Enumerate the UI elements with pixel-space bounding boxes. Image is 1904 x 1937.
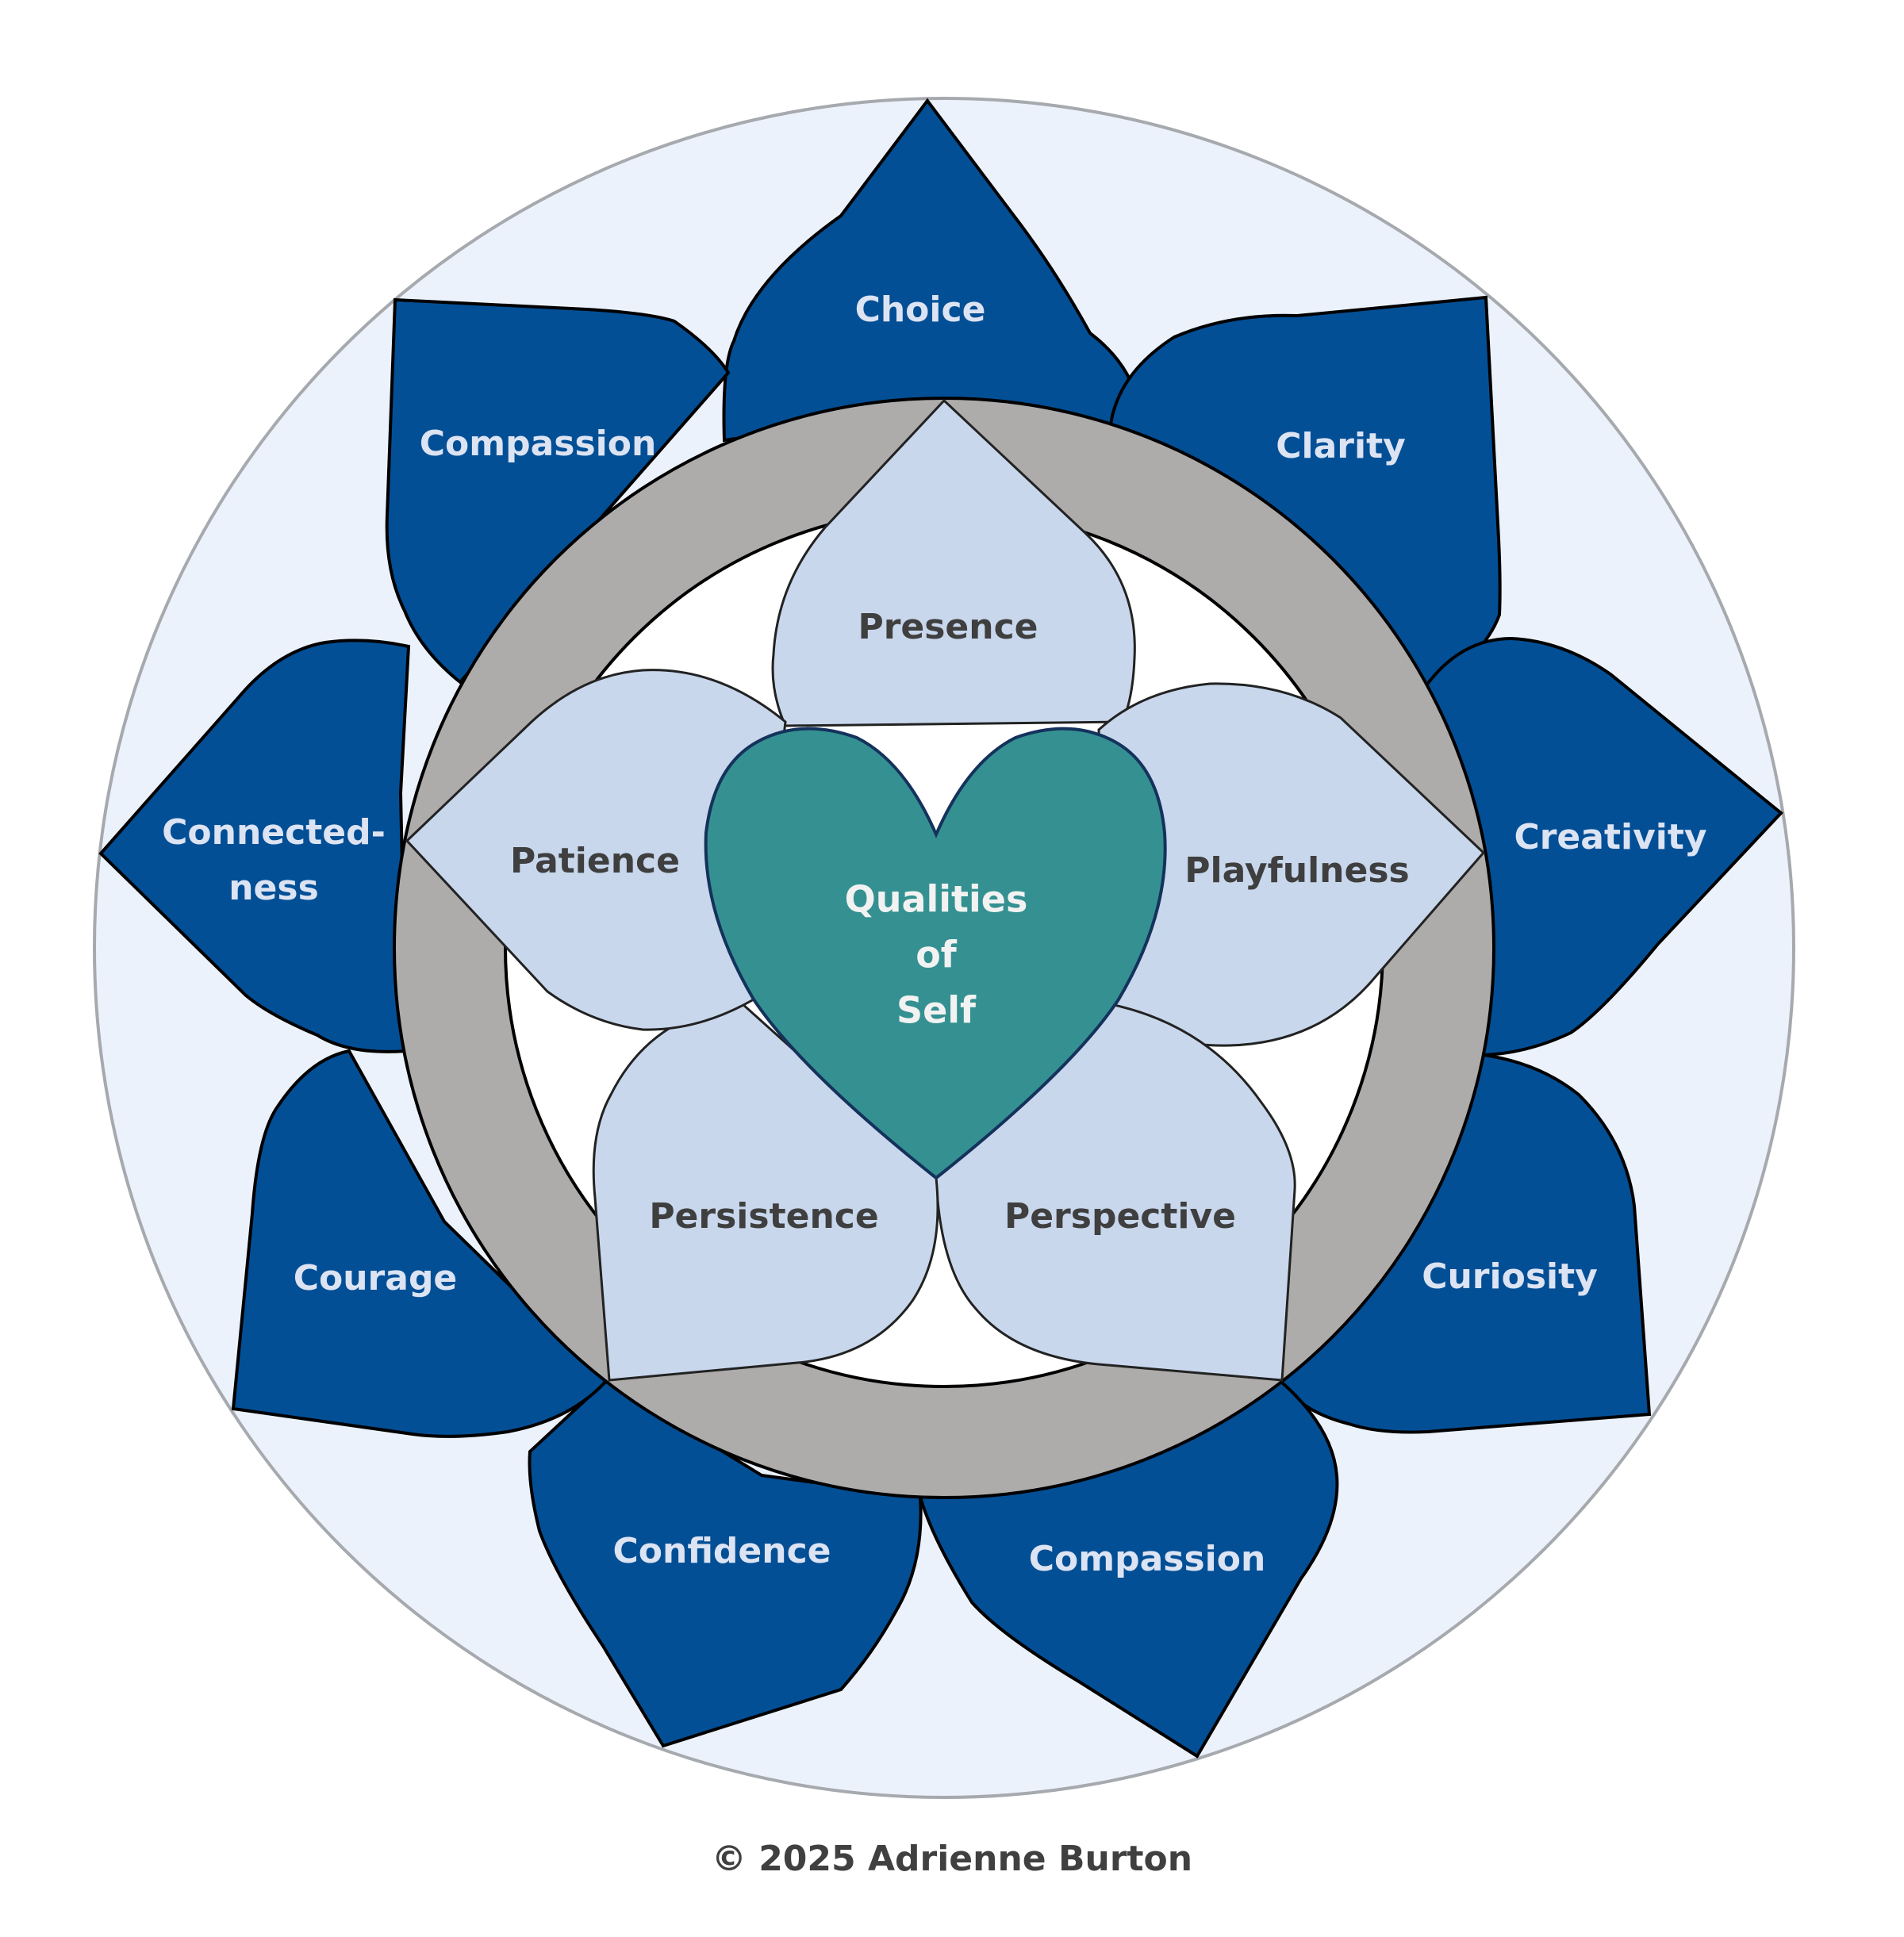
copyright-notice: © 2025 Adrienne Burton [711,1839,1193,1879]
outer-label-curiosity: Curiosity [1422,1256,1598,1297]
inner-labels: Presence Playfulness Perspective Persist… [510,607,1410,1237]
heart-label: Qualities of Self [845,878,1028,1032]
inner-label-patience: Patience [510,841,680,881]
outer-petals [98,98,1783,1759]
heart [704,727,1167,1180]
outer-petal-connectedness [98,639,411,1053]
inner-petal-presence [771,398,1136,727]
inner-label-playfulness: Playfulness [1184,850,1409,891]
inner-petals [405,398,1486,1382]
inner-label-persistence: Persistence [649,1196,878,1237]
outer-label-compassion-top: Compassion [420,424,657,464]
outer-label-courage: Courage [294,1258,458,1298]
outer-petal-compassion-top [385,297,731,685]
outer-labels: Choice Clarity Creativity Curiosity Comp… [162,290,1706,1579]
heart-label-line-1: Qualities [845,878,1028,921]
inner-label-perspective: Perspective [1004,1196,1236,1237]
heart-label-line-2: of [916,934,958,976]
outer-label-compassion-bottom: Compassion [1029,1539,1266,1579]
outer-label-connectedness-1: Connected- [162,812,386,853]
outer-label-choice: Choice [855,290,986,330]
outer-petal-confidence [528,1378,923,1748]
outer-label-creativity: Creativity [1514,817,1706,857]
inner-label-presence: Presence [858,607,1038,647]
outer-label-confidence: Confidence [612,1531,831,1571]
heart-label-line-3: Self [896,989,977,1032]
inner-petal-patience [405,669,787,1031]
outer-label-connectedness-2: ness [228,868,319,908]
outer-label-clarity: Clarity [1276,426,1406,466]
